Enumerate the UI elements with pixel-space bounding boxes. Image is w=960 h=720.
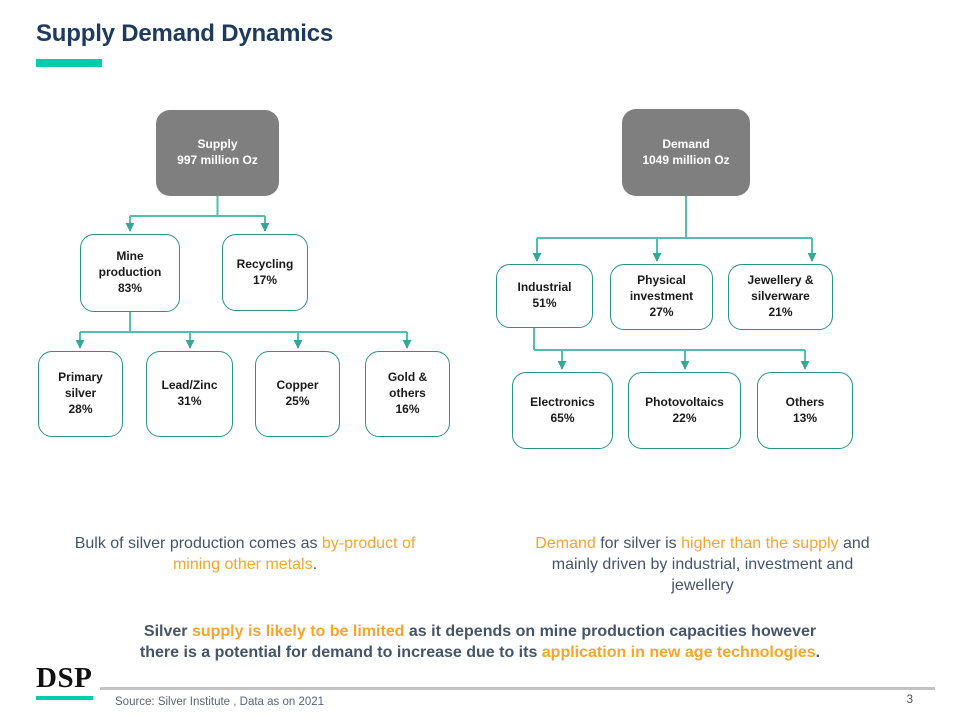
supply-node-mine-production: Mine production 83%	[80, 234, 180, 312]
node-value: 22%	[672, 410, 697, 425]
supply-node-gold-others: Gold & others 16%	[365, 351, 450, 437]
node-label: Lead/Zinc	[161, 378, 218, 393]
page-title: Supply Demand Dynamics	[36, 20, 334, 47]
node-value: 65%	[550, 410, 575, 425]
source-note: Source: Silver Institute , Data as on 20…	[115, 696, 325, 708]
demand-node-industrial: Industrial 51%	[496, 264, 593, 328]
node-value: 17%	[252, 272, 278, 287]
node-value: 28%	[68, 401, 93, 416]
node-label: Demand	[662, 136, 710, 151]
demand-caption: Demand for silver is higher than the sup…	[535, 535, 870, 594]
node-label: Supply	[197, 137, 238, 152]
node-value: 83%	[117, 280, 143, 295]
supply-node-copper: Copper 25%	[255, 351, 340, 437]
node-label: Primary silver	[58, 370, 103, 401]
node-label: Recycling	[236, 256, 294, 271]
supply-node-primary-silver: Primary silver 28%	[38, 351, 123, 437]
demand-node-electronics: Electronics 65%	[512, 372, 613, 449]
supply-root-node: Supply 997 million Oz	[156, 110, 279, 196]
node-value: 1049 million Oz	[642, 152, 730, 167]
page-number: 3	[906, 694, 913, 706]
node-label: Industrial	[517, 280, 572, 295]
node-label: Electronics	[530, 394, 595, 409]
demand-node-jewellery-silverware: Jewellery & silverware 21%	[728, 264, 833, 330]
demand-node-others: Others 13%	[757, 372, 853, 449]
node-label: Physical investment	[629, 273, 694, 304]
node-value: 997 million Oz	[177, 153, 258, 167]
node-label: Copper	[276, 378, 319, 393]
demand-root-node: Demand 1049 million Oz	[622, 109, 750, 196]
node-label: Photovoltaics	[645, 394, 724, 409]
node-value: 51%	[532, 296, 557, 310]
supply-node-lead-zinc: Lead/Zinc 31%	[146, 351, 233, 437]
summary-note: Silver supply is likely to be limited as…	[139, 623, 821, 661]
demand-node-physical-investment: Physical investment 27%	[610, 264, 713, 330]
logo-accent-underline	[36, 696, 93, 700]
node-value: 13%	[792, 410, 818, 425]
node-label: Jewellery & silverware	[747, 273, 814, 304]
node-label: Gold & others	[387, 370, 428, 401]
node-value: 21%	[768, 304, 793, 319]
footer-divider	[100, 687, 935, 690]
node-label: Others	[785, 394, 825, 409]
node-value: 31%	[177, 394, 202, 408]
supply-node-recycling: Recycling 17%	[222, 234, 308, 311]
node-value: 25%	[285, 394, 310, 408]
node-label: Mine production	[98, 249, 162, 280]
node-value: 16%	[395, 401, 420, 416]
node-value: 27%	[649, 304, 674, 319]
supply-caption: Bulk of silver production comes as by-pr…	[74, 535, 416, 573]
title-accent-bar	[36, 59, 102, 67]
demand-node-photovoltaics: Photovoltaics 22%	[628, 372, 741, 449]
dsp-logo: DSP	[36, 662, 93, 694]
